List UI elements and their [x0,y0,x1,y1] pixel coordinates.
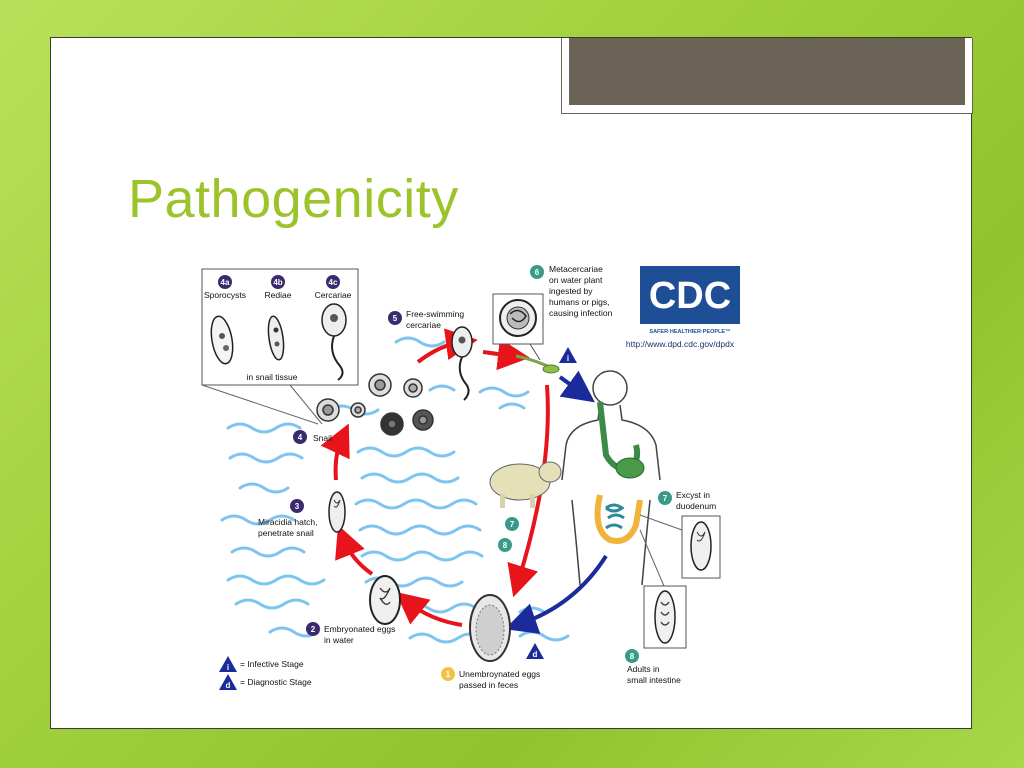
svg-text:Excyst in: Excyst in [676,490,710,500]
svg-text:penetrate snail: penetrate snail [258,528,314,538]
stage-6: 6 Metacercariae on water plant ingested … [530,264,613,318]
digestive-tract-icon [594,401,645,544]
svg-text:Rediae: Rediae [265,290,292,300]
svg-text:Adults in: Adults in [627,664,660,674]
snail-tissue-caption: in snail tissue [246,372,297,382]
svg-text:i: i [567,354,569,363]
cdc-logo: CDC SAFER·HEALTHIER·PEOPLE™ [640,266,740,335]
svg-text:2: 2 [311,625,316,634]
unembryonated-egg-icon [469,594,511,662]
water-plant-icon [515,354,560,374]
stage-8-pig: 8 [498,538,512,552]
svg-text:3: 3 [295,502,300,511]
stage-4c: 4c Cercariae [315,275,352,300]
svg-text:Miracidia hatch,: Miracidia hatch, [258,517,318,527]
svg-text:Cercariae: Cercariae [315,290,352,300]
svg-text:humans or pigs,: humans or pigs, [549,297,609,307]
arrow-human-to-feces [504,554,608,634]
diagnostic-stage-marker: d [526,643,544,659]
svg-text:= Infective Stage: = Infective Stage [240,659,304,669]
svg-text:Sporocysts: Sporocysts [204,290,246,300]
svg-text:= Diagnostic Stage: = Diagnostic Stage [240,677,312,687]
slide-title: Pathogenicity [128,169,459,229]
free-cercaria-icon [451,326,473,401]
human-arrows [504,370,608,634]
svg-text:d: d [226,681,231,690]
stage-7: 7 Excyst in duodenum [658,490,716,511]
svg-text:Unembroynated eggs: Unembroynated eggs [459,669,540,679]
excysted-fluke-icon [690,521,712,571]
svg-text:on water plant: on water plant [549,275,603,285]
svg-text:4: 4 [298,433,303,442]
stage-7-pig: 7 [505,517,519,531]
stage-4b: 4b Rediae [265,275,292,300]
stage-8: 8 Adults in small intestine [625,649,681,685]
svg-text:SAFER·HEALTHIER·PEOPLE™: SAFER·HEALTHIER·PEOPLE™ [649,329,730,335]
arrow-embryonated-to-miracidia [335,525,374,576]
svg-text:CDC: CDC [649,275,731,317]
svg-text:4b: 4b [273,278,282,287]
svg-text:8: 8 [630,652,635,661]
arrow-miracidia-to-snail [320,423,350,481]
stage-2: 2 Embryonated eggs in water [306,622,395,645]
callout-line [201,384,319,425]
svg-text:causing infection: causing infection [549,308,613,318]
cercaria-icon [321,303,347,381]
svg-text:small intestine: small intestine [627,675,681,685]
svg-text:Metacercariae: Metacercariae [549,264,603,274]
callout-line [289,384,323,425]
svg-text:cercariae: cercariae [406,320,441,330]
svg-text:4a: 4a [221,278,230,287]
stage-3: 3 Miracidia hatch, penetrate snail [258,499,318,538]
redia-icon [267,315,285,361]
svg-text:Snail: Snail [313,433,332,443]
slide-header-tab [561,38,973,114]
sporocyst-icon [210,315,234,365]
svg-text:Free-swimming: Free-swimming [406,309,464,319]
infective-stage-marker: i [559,347,577,363]
metacercaria-icon [499,299,537,337]
svg-text:passed in feces: passed in feces [459,680,518,690]
svg-text:4c: 4c [329,278,338,287]
svg-text:6: 6 [535,268,540,277]
pig-icon [489,461,562,508]
svg-text:i: i [227,663,229,672]
svg-text:Embryonated eggs: Embryonated eggs [324,624,395,634]
miracidium-icon [328,491,346,533]
stage-4a: 4a Sporocysts [204,275,246,300]
svg-text:7: 7 [510,520,515,529]
arrow-egg-to-embryonated [395,591,463,627]
human-figure-icon [561,370,661,586]
arrow-cercariae-to-plant [482,338,530,371]
svg-text:8: 8 [503,541,508,550]
svg-text:5: 5 [393,314,398,323]
stage-5: 5 Free-swimming cercariae [388,309,464,330]
svg-text:in water: in water [324,635,354,645]
callout-line [639,529,665,587]
svg-text:1: 1 [446,670,451,679]
adult-fluke-icon [654,590,676,644]
embryonated-egg-icon [369,575,401,625]
svg-text:7: 7 [663,494,668,503]
legend: i = Infective Stage d = Diagnostic Stage [219,656,312,690]
svg-text:duodenum: duodenum [676,501,716,511]
slide-header-tab-fill [569,38,965,105]
stage-4: 4 Snail [293,430,332,444]
stage-1: 1 Unembroynated eggs passed in feces [441,667,540,690]
callout-line [639,514,683,531]
svg-text:ingested by: ingested by [549,286,593,296]
snail-group-icon [316,373,434,436]
arrow-plant-to-human [558,370,595,403]
callout-line [529,343,541,361]
svg-text:d: d [533,650,538,659]
cdc-url: http://www.dpd.cdc.gov/dpdx [626,339,735,349]
